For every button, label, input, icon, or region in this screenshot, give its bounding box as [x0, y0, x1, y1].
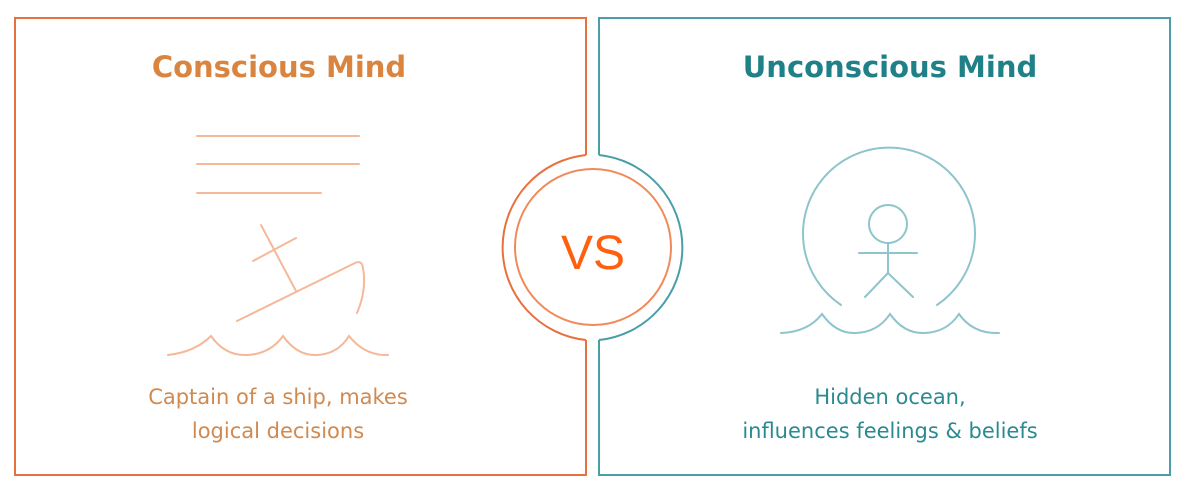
conscious-mind-caption: Captain of a ship, makes logical decisio…	[0, 380, 563, 448]
person-in-ocean-icon	[780, 146, 1000, 335]
conscious-panel-border	[14, 17, 587, 476]
unconscious-mind-caption: Hidden ocean, influences feelings & beli…	[605, 380, 1175, 448]
vs-label: VS	[560, 227, 626, 280]
conscious-mind-title: Conscious Mind	[151, 50, 407, 84]
caption-line: logical decisions	[191, 419, 365, 443]
unconscious-panel-border	[598, 17, 1171, 476]
vs-inner-circle	[514, 168, 672, 326]
ship-icon	[167, 135, 389, 357]
caption-line: Hidden ocean,	[814, 385, 966, 409]
unconscious-mind-title: Unconscious Mind	[742, 50, 1038, 84]
vs-outer-arc-right	[598, 154, 684, 341]
caption-line: Captain of a ship, makes	[148, 385, 408, 409]
caption-line: influences feelings & beliefs	[742, 419, 1038, 443]
vs-outer-arc-left	[501, 154, 587, 341]
